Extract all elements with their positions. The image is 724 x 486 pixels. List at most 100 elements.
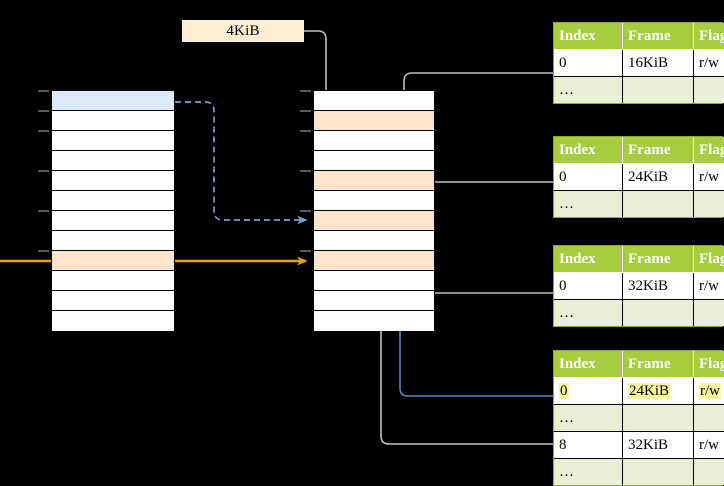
page-table-3-cell-flags: r/w (694, 273, 724, 300)
page-table-4-cell-index: … (554, 459, 623, 486)
page-table-2-cell-index: … (554, 191, 623, 218)
page-table-2-cell-index: 0 (554, 164, 623, 191)
page-table-4-row[interactable]: … (554, 405, 724, 432)
physical-frame-row-8[interactable] (314, 231, 434, 251)
page-table-1-row[interactable]: … (554, 77, 724, 104)
page-table-4-cell-index: 8 (554, 432, 623, 459)
physical-frame-row-4[interactable] (314, 151, 434, 171)
virtual-page-row-2[interactable] (52, 111, 174, 131)
page-table-2-cell-flags: r/w (694, 164, 724, 191)
page-table-4-header-frame: Frame (623, 351, 694, 378)
physical-frame-row-2[interactable] (314, 111, 434, 131)
page-table-4-cell-frame (623, 405, 694, 432)
physical-frame-tick-9 (300, 250, 311, 252)
page-table-1-cell-frame (623, 77, 694, 104)
page-table-3-cell-index: … (554, 300, 623, 327)
physical-frame-row-9[interactable] (314, 251, 434, 271)
page-table-3: IndexFrameFlags032KiBr/w… (553, 245, 723, 327)
page-table-4-cell-flags: r/w (694, 378, 724, 405)
page-table-1: IndexFrameFlags016KiBr/w… (553, 22, 723, 104)
page-table-3-cell-flags (694, 300, 724, 327)
page-table-2-header-flags: Flags (694, 137, 724, 164)
page-table-1-header-row: IndexFrameFlags (554, 23, 724, 50)
physical-frame-row-11[interactable] (314, 291, 434, 311)
virtual-page-row-5[interactable] (52, 171, 174, 191)
virtual-page-tick-1 (38, 90, 49, 92)
page-table-4-cell-index: 0 (554, 378, 623, 405)
page-table-2-cell-flags (694, 191, 724, 218)
physical-frame-row-1[interactable] (314, 91, 434, 111)
virtual-page-row-3[interactable] (52, 131, 174, 151)
page-table-3-header-index: Index (554, 246, 623, 273)
page-table-1-cell-flags (694, 77, 724, 104)
page-table-3-header-flags: Flags (694, 246, 724, 273)
virtual-page-row-1[interactable] (52, 91, 174, 111)
page-table-4-header-row: IndexFrameFlags (554, 351, 724, 378)
page-table-2: IndexFrameFlags024KiBr/w… (553, 136, 723, 218)
page-table-2-header-frame: Frame (623, 137, 694, 164)
page-table-4-cell-frame (623, 459, 694, 486)
physical-frame-row-7[interactable] (314, 211, 434, 231)
page-table-1-header-index: Index (554, 23, 623, 50)
page-table-1-header-frame: Frame (623, 23, 694, 50)
page-table-4-header-flags: Flags (694, 351, 724, 378)
page-table-2-cell-frame (623, 191, 694, 218)
physical-frame-tick-3 (300, 130, 311, 132)
virtual-address-space-column (51, 90, 175, 330)
page-table-2-header-row: IndexFrameFlags (554, 137, 724, 164)
virtual-page-row-11[interactable] (52, 291, 174, 311)
virtual-page-tick-9 (38, 250, 49, 252)
page-table-1-cell-index: 0 (554, 50, 623, 77)
page-table-3-header-frame: Frame (623, 246, 694, 273)
page-table-4-row[interactable]: … (554, 459, 724, 486)
virtual-page-tick-2 (38, 110, 49, 112)
physical-frame-row-3[interactable] (314, 131, 434, 151)
page-table-1-header-flags: Flags (694, 23, 724, 50)
physical-frame-row-12[interactable] (314, 311, 434, 331)
physical-frame-tick-5 (300, 170, 311, 172)
page-table-3-cell-frame: 32KiB (623, 273, 694, 300)
page-size-label: 4KiB (182, 20, 304, 42)
virtual-page-row-7[interactable] (52, 211, 174, 231)
page-table-3-cell-frame (623, 300, 694, 327)
virtual-page-row-4[interactable] (52, 151, 174, 171)
virtual-page-row-6[interactable] (52, 191, 174, 211)
virtual-page-tick-5 (38, 170, 49, 172)
physical-frame-tick-1 (300, 90, 311, 92)
physical-memory-column (313, 90, 435, 330)
page-table-4-header-index: Index (554, 351, 623, 378)
physical-frame-row-6[interactable] (314, 191, 434, 211)
page-table-4-cell-index: … (554, 405, 623, 432)
page-table-2-header-index: Index (554, 137, 623, 164)
page-table-3-header-row: IndexFrameFlags (554, 246, 724, 273)
virtual-page-row-12[interactable] (52, 311, 174, 331)
page-table-4-cell-flags (694, 405, 724, 432)
physical-frame-tick-7 (300, 210, 311, 212)
page-table-4-cell-flags: r/w (694, 432, 724, 459)
physical-frame-row-5[interactable] (314, 171, 434, 191)
page-table-3-row[interactable]: … (554, 300, 724, 327)
virtual-page-row-8[interactable] (52, 231, 174, 251)
virtual-page-row-10[interactable] (52, 271, 174, 291)
page-table-1-cell-flags: r/w (694, 50, 724, 77)
page-table-1-cell-frame: 16KiB (623, 50, 694, 77)
physical-frame-tick-2 (300, 110, 311, 112)
page-table-1-cell-index: … (554, 77, 623, 104)
connector-virtual-page-1-to-physical-frame-3 (175, 102, 306, 220)
page-table-2-row[interactable]: … (554, 191, 724, 218)
page-table-3-cell-index: 0 (554, 273, 623, 300)
page-table-4: IndexFrameFlags024KiBr/w…832KiBr/w… (553, 350, 723, 486)
physical-frame-row-10[interactable] (314, 271, 434, 291)
page-table-4-cell-flags (694, 459, 724, 486)
virtual-page-row-9[interactable] (52, 251, 174, 271)
page-table-2-cell-frame: 24KiB (623, 164, 694, 191)
page-table-4-cell-frame: 32KiB (623, 432, 694, 459)
virtual-page-tick-7 (38, 210, 49, 212)
page-table-4-cell-frame: 24KiB (623, 378, 694, 405)
